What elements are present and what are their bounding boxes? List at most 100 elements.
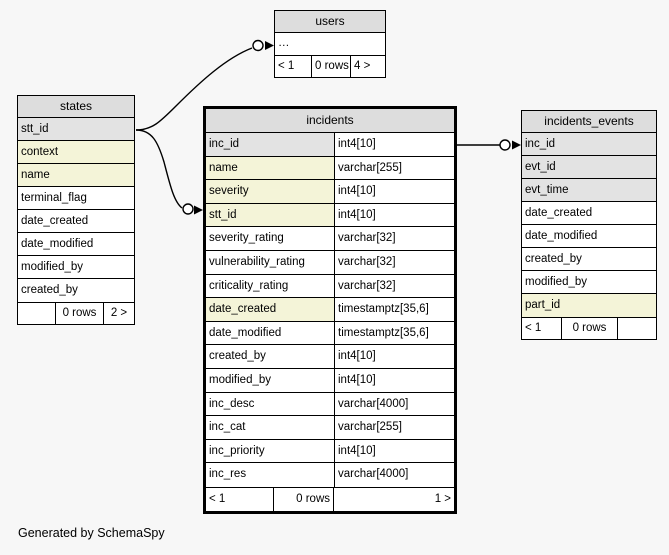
table-row[interactable]: criticality_rating varchar[32] — [206, 274, 454, 299]
table-row[interactable]: vulnerability_rating varchar[32] — [206, 250, 454, 275]
table-row[interactable]: context — [18, 141, 134, 164]
table-row[interactable]: created_by int4[10] — [206, 345, 454, 369]
column-type: varchar[255] — [334, 156, 454, 180]
column-name: terminal_flag — [21, 192, 87, 204]
footer-next-button[interactable]: 4 > — [354, 60, 371, 72]
table-row[interactable]: evt_time — [522, 179, 656, 202]
table-title-incidents: incidents — [206, 109, 454, 133]
table-row[interactable]: stt_id — [18, 118, 134, 141]
table-node-users[interactable]: users … < 1 0 rows 4 > — [274, 10, 386, 78]
footer-prev-button[interactable]: < 1 — [275, 56, 312, 77]
column-name: inc_cat — [209, 421, 246, 434]
table-node-incidents[interactable]: incidents inc_id int4[10] name varchar[2… — [203, 106, 457, 514]
table-row[interactable]: stt_id int4[10] — [206, 203, 454, 228]
footer-next-button[interactable]: 1 > — [434, 492, 451, 505]
column-type: varchar[32] — [334, 274, 454, 298]
table-row[interactable]: inc_id int4[10] — [206, 133, 454, 157]
table-row[interactable]: date_created — [18, 210, 134, 233]
column-name: severity — [209, 185, 249, 198]
column-type: int4[10] — [334, 180, 454, 203]
table-row[interactable]: modified_by int4[10] — [206, 368, 454, 393]
table-footer-incidents-events: < 1 0 rows — [522, 317, 656, 339]
table-row[interactable]: inc_desc varchar[4000] — [206, 392, 454, 417]
table-row[interactable]: created_by — [522, 248, 656, 271]
column-name: date_modified — [21, 238, 94, 250]
footer-row-count: 0 rows — [274, 487, 334, 511]
table-row[interactable]: inc_id — [522, 133, 656, 156]
table-row[interactable]: modified_by — [18, 256, 134, 279]
column-name: inc_priority — [209, 444, 265, 457]
table-title-users: users — [275, 11, 385, 33]
table-row[interactable]: inc_priority int4[10] — [206, 439, 454, 464]
column-name: date_modified — [209, 326, 282, 339]
table-row[interactable]: severity_rating varchar[32] — [206, 227, 454, 251]
column-name: stt_id — [209, 208, 237, 221]
table-title-incidents-events: incidents_events — [522, 111, 656, 133]
table-footer-incidents: < 1 0 rows 1 > — [206, 486, 454, 511]
column-name: created_by — [209, 350, 266, 363]
column-name: modified_by — [525, 276, 588, 288]
footer-next-button[interactable] — [618, 318, 656, 339]
table-row[interactable]: modified_by — [522, 271, 656, 294]
column-name: criticality_rating — [209, 279, 289, 292]
column-name: date_modified — [525, 230, 598, 242]
table-row[interactable]: inc_res varchar[4000] — [206, 463, 454, 487]
column-type: varchar[32] — [334, 250, 454, 274]
column-name: modified_by — [21, 261, 84, 273]
column-type: int4[10] — [334, 203, 454, 227]
column-name: name — [21, 169, 50, 181]
table-row[interactable]: terminal_flag — [18, 187, 134, 210]
column-name: modified_by — [209, 373, 272, 386]
table-row[interactable]: date_modified timestamptz[35,6] — [206, 321, 454, 346]
column-name: date_created — [525, 207, 593, 219]
column-type: varchar[255] — [334, 416, 454, 439]
footer-row-count: 0 rows — [562, 318, 618, 339]
table-node-incidents-events[interactable]: incidents_events inc_id evt_id evt_time … — [521, 110, 657, 340]
column-type: int4[10] — [334, 345, 454, 368]
column-type: int4[10] — [334, 439, 454, 463]
table-footer-states: 0 rows 2 > — [18, 302, 134, 324]
footer-prev-button[interactable]: < 1 — [522, 318, 562, 339]
table-row[interactable]: date_modified — [522, 225, 656, 248]
table-row[interactable]: … — [275, 33, 385, 55]
column-name: inc_res — [209, 468, 247, 481]
column-name: created_by — [21, 284, 78, 296]
table-row[interactable]: created_by — [18, 279, 134, 302]
table-row[interactable]: inc_cat varchar[255] — [206, 416, 454, 440]
table-footer-users: < 1 0 rows 4 > — [275, 55, 385, 77]
column-name: inc_desc — [209, 397, 255, 410]
footer-prev-button[interactable] — [18, 303, 56, 324]
table-row[interactable]: evt_id — [522, 156, 656, 179]
table-node-states[interactable]: states stt_id context name terminal_flag… — [17, 95, 135, 325]
column-name: inc_id — [209, 138, 240, 150]
footer-row-count: 0 rows — [312, 56, 351, 77]
footer-prev-button[interactable]: < 1 — [206, 487, 274, 511]
column-name: inc_id — [525, 138, 556, 150]
table-row[interactable]: severity int4[10] — [206, 180, 454, 204]
column-type: int4[10] — [334, 133, 454, 156]
column-name: vulnerability_rating — [209, 255, 305, 268]
column-type: varchar[4000] — [334, 392, 454, 416]
table-row[interactable]: part_id — [522, 294, 656, 317]
table-row[interactable]: date_created — [522, 202, 656, 225]
table-row[interactable]: name — [18, 164, 134, 187]
column-name: evt_id — [525, 161, 556, 173]
diagram-caption: Generated by SchemaSpy — [18, 526, 165, 540]
column-type: timestamptz[35,6] — [334, 298, 454, 321]
column-name: date_created — [21, 215, 89, 227]
column-name: severity_rating — [209, 232, 284, 245]
table-row[interactable]: date_created timestamptz[35,6] — [206, 298, 454, 322]
column-type: timestamptz[35,6] — [334, 321, 454, 345]
footer-row-count: 0 rows — [56, 303, 104, 324]
column-name: part_id — [525, 299, 561, 311]
table-title-states: states — [18, 96, 134, 118]
table-row[interactable]: date_modified — [18, 233, 134, 256]
column-name: evt_time — [525, 184, 569, 196]
column-name: name — [209, 161, 238, 174]
table-row[interactable]: name varchar[255] — [206, 156, 454, 181]
column-type: varchar[4000] — [334, 463, 454, 487]
edge-incidents-incidents-events — [457, 139, 521, 151]
column-name: context — [21, 146, 59, 158]
footer-next-button[interactable]: 2 > — [110, 307, 128, 319]
